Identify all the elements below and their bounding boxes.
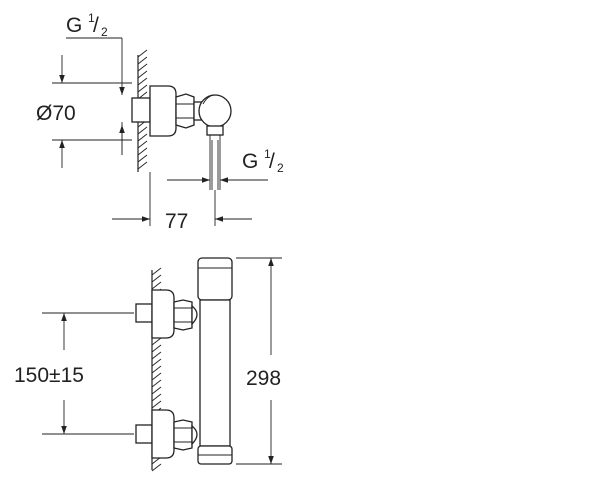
outlet-thread-numerator: 1 bbox=[264, 147, 271, 161]
hatch-line bbox=[151, 337, 162, 346]
top-view bbox=[52, 37, 268, 226]
hatch-line bbox=[151, 344, 162, 353]
svg-text:/: / bbox=[269, 150, 275, 173]
hatch-line bbox=[151, 386, 162, 395]
hatch-line bbox=[151, 463, 162, 472]
inlet-thread-label: G bbox=[66, 14, 82, 37]
hatch-line bbox=[151, 379, 162, 388]
inlet-thread-dimension bbox=[66, 37, 139, 172]
hatch-line bbox=[151, 393, 162, 402]
hatch-line bbox=[137, 126, 148, 135]
hatch-line bbox=[151, 400, 162, 409]
svg-text:/: / bbox=[93, 14, 99, 37]
hatch-line bbox=[137, 70, 148, 79]
hatch-line bbox=[137, 147, 148, 156]
hatch-line bbox=[151, 267, 162, 276]
inlet-thread-denominator: 2 bbox=[101, 25, 108, 39]
inlet-thread-numerator: 1 bbox=[88, 11, 95, 25]
dimension-labels: G 1 / 2 Ø70 G 1 / 2 77 150±15 298 bbox=[14, 11, 284, 390]
lower-connector bbox=[135, 409, 198, 459]
hatch-line bbox=[151, 274, 162, 283]
mixer-body bbox=[197, 257, 233, 465]
diameter-dimension bbox=[52, 55, 132, 168]
hatch-line bbox=[151, 358, 162, 367]
hatch-line bbox=[151, 372, 162, 381]
front-view bbox=[42, 257, 282, 472]
hatch-line bbox=[137, 84, 148, 93]
spacing-dimension bbox=[42, 312, 134, 435]
depth-label: 77 bbox=[165, 210, 188, 233]
hatch-line bbox=[137, 140, 148, 149]
hatch-line bbox=[137, 49, 148, 58]
diameter-label: Ø70 bbox=[36, 102, 76, 125]
hatch-line bbox=[137, 63, 148, 72]
height-label: 298 bbox=[246, 367, 281, 390]
upper-connector bbox=[135, 289, 198, 339]
hatch-line bbox=[137, 133, 148, 142]
wall-connector-top bbox=[131, 85, 232, 190]
hatch-line bbox=[137, 154, 148, 163]
hatch-line bbox=[151, 281, 162, 290]
hatch-line bbox=[137, 56, 148, 65]
hatch-line bbox=[137, 77, 148, 86]
hatch-line bbox=[151, 351, 162, 360]
height-dimension bbox=[236, 257, 282, 465]
hatch-line bbox=[151, 365, 162, 374]
depth-dimension bbox=[112, 172, 252, 226]
hatch-line bbox=[137, 161, 148, 170]
outlet-thread-denominator: 2 bbox=[277, 161, 284, 175]
spacing-label: 150±15 bbox=[14, 364, 84, 387]
outlet-thread-label: G bbox=[242, 150, 258, 173]
